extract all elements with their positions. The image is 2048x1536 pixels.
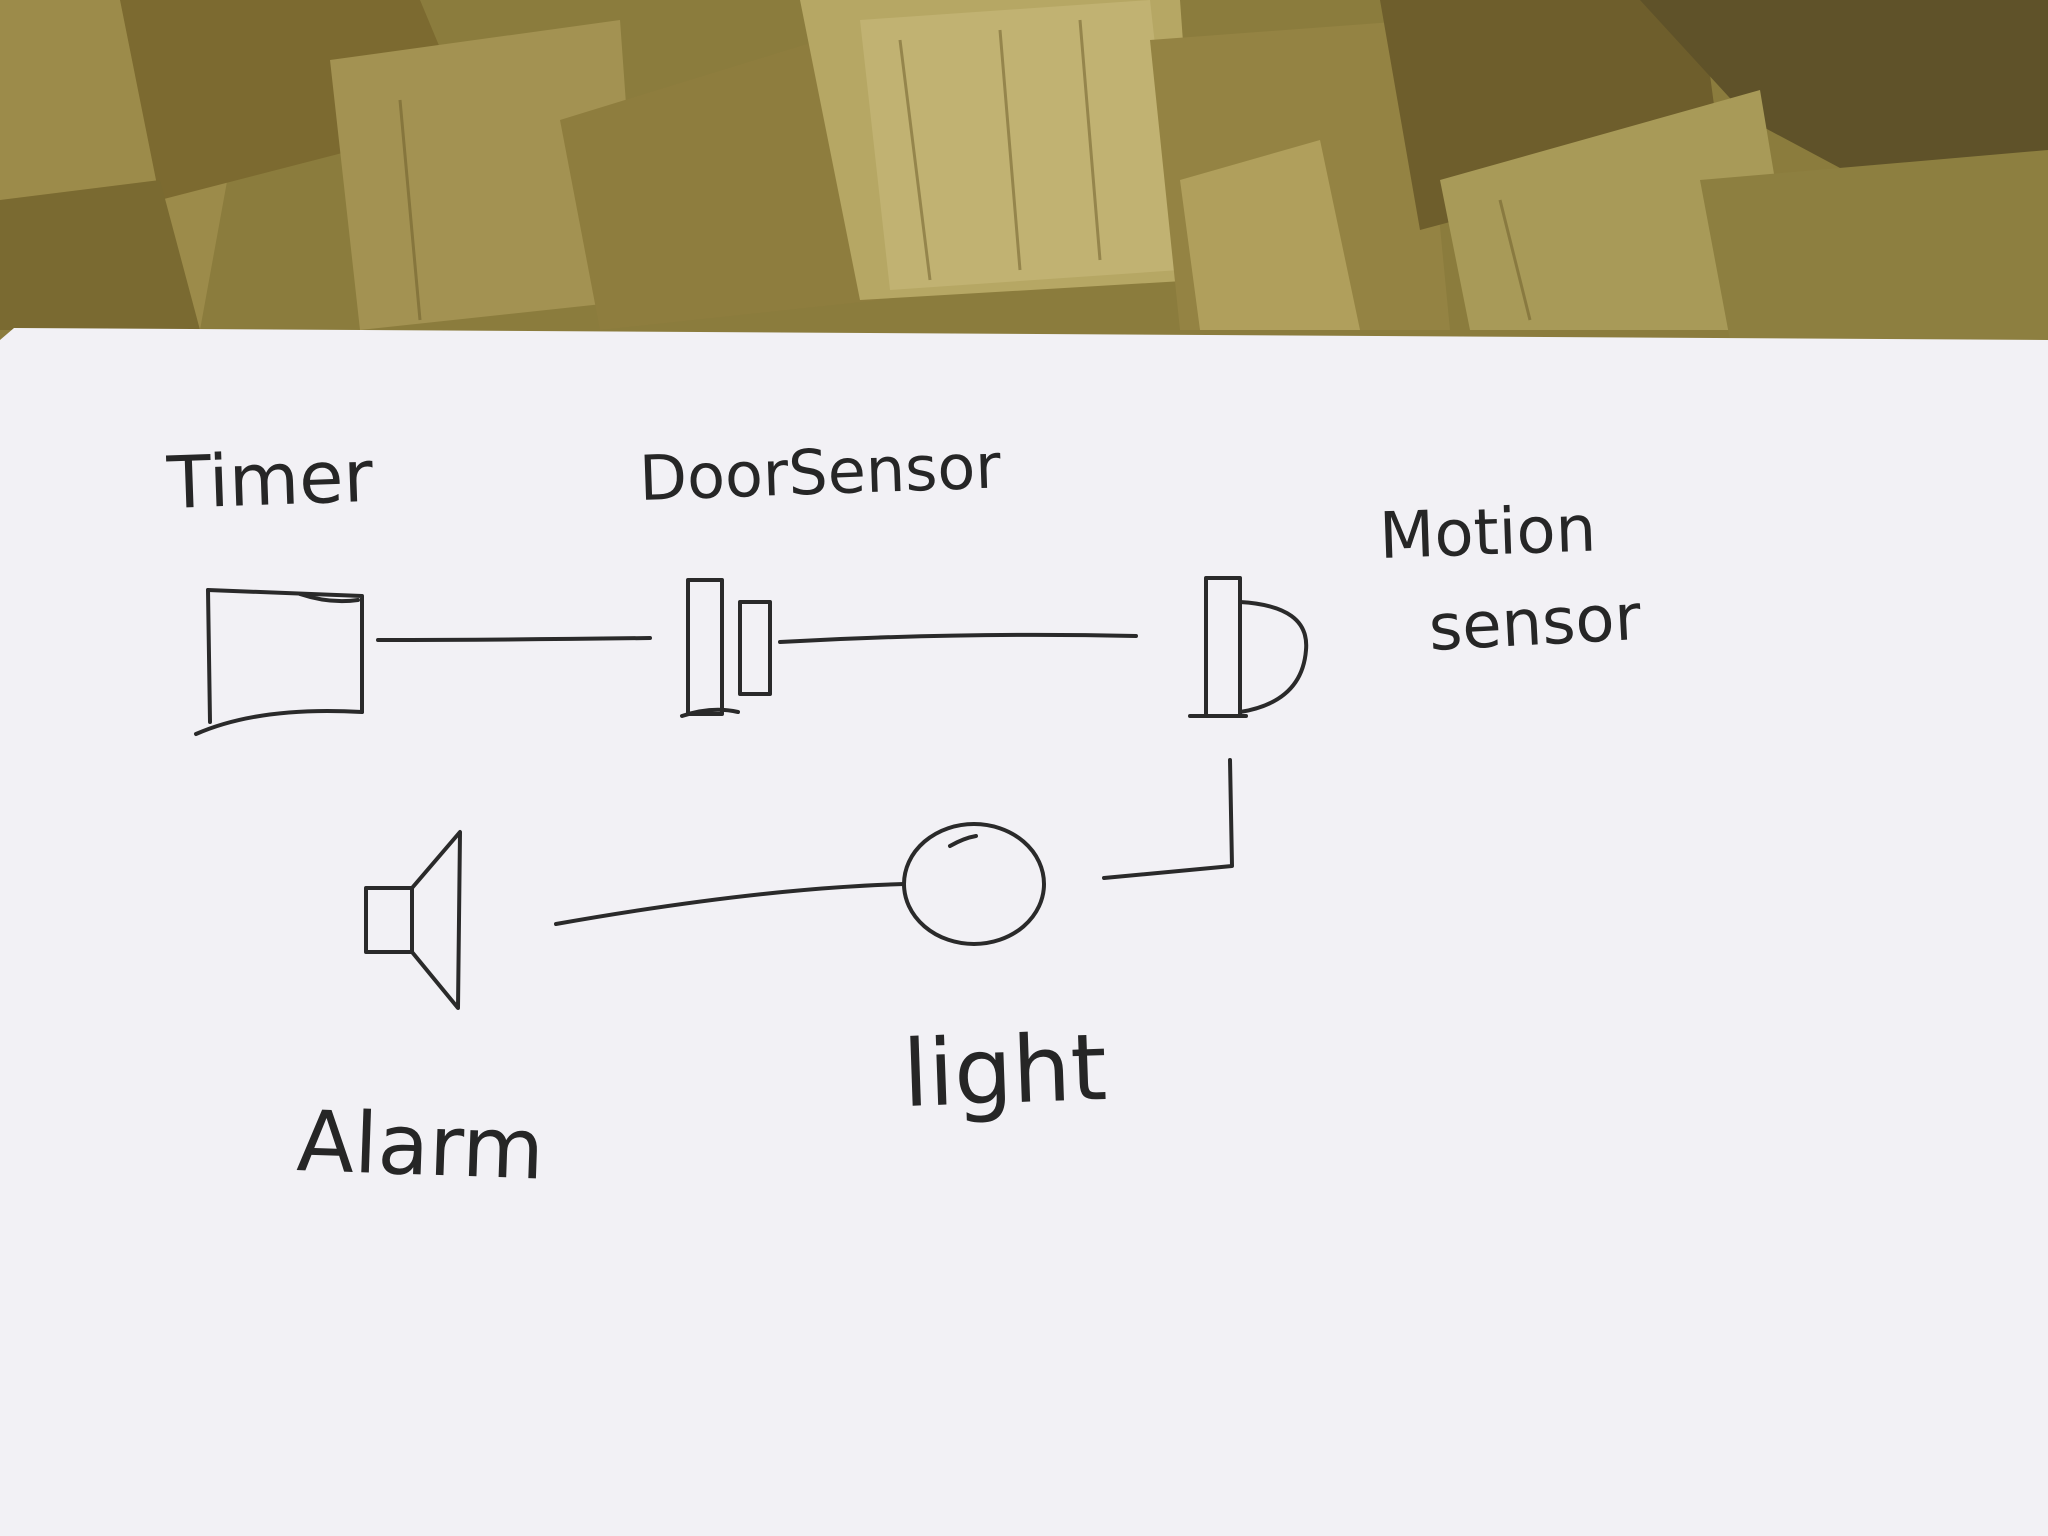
motion-label-line2: sensor	[1427, 581, 1643, 666]
edge-motion-light	[1102, 758, 1234, 880]
edge-timer-door	[376, 636, 652, 642]
alarm-label: Alarm	[295, 1092, 545, 1199]
edge-door-motion	[778, 632, 1138, 644]
motion-sensor-icon	[1188, 576, 1309, 718]
door-sensor-icon	[680, 578, 772, 718]
paper-sheet	[0, 328, 2048, 1536]
door-sensor-label: DoorSensor	[638, 429, 1002, 515]
timer-box-icon	[194, 588, 364, 736]
light-label: light	[901, 1014, 1109, 1128]
speaker-icon	[364, 830, 462, 1010]
timer-label: Timer	[165, 434, 375, 525]
edge-light-alarm	[554, 882, 906, 926]
motion-label-line1: Motion	[1378, 492, 1597, 574]
